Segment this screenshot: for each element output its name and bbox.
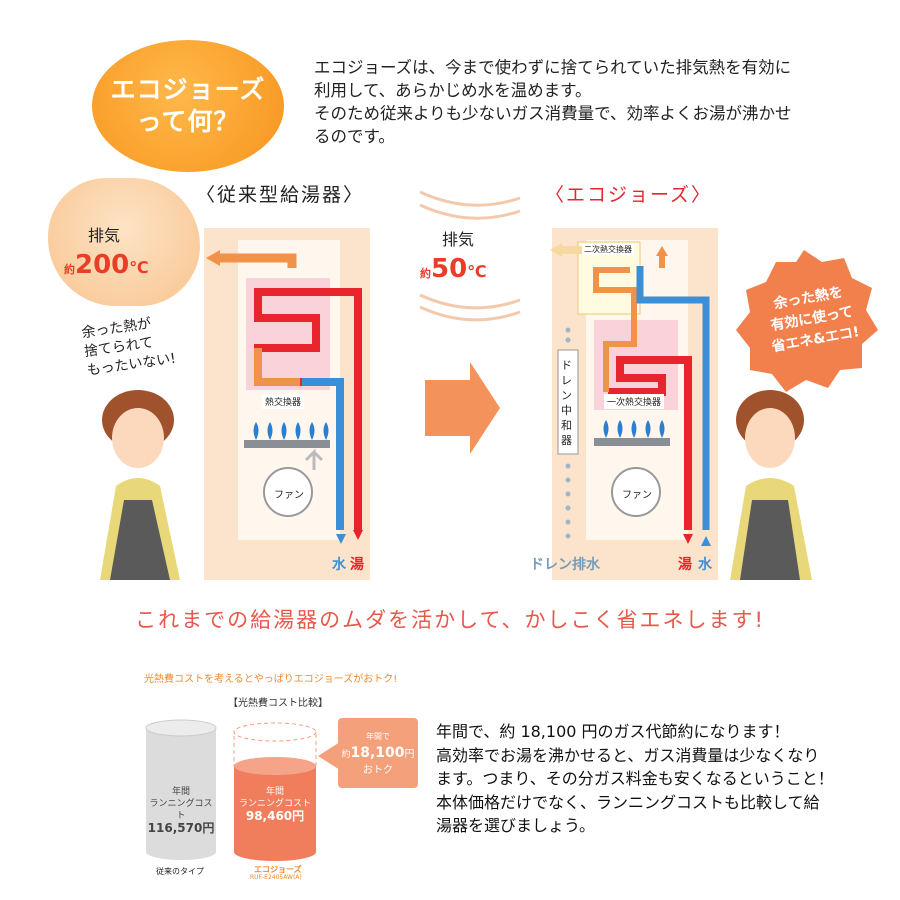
middle-exhaust-temp: 約50℃ xyxy=(420,254,487,284)
exhaust-cloud xyxy=(48,178,200,306)
ecojozu-fan-label: ファン xyxy=(622,490,652,501)
cost-section-subtitle: 【光熱費コスト比較】 xyxy=(228,698,328,709)
ecojozu-flame-icons xyxy=(603,420,665,438)
ecojozu-cost-label: 年間 ランニングコスト 98,460円 xyxy=(238,787,311,823)
ecojozu-warm-pipe xyxy=(593,267,637,392)
intro-line: エコジョーズは、今まで使わずに捨てられていた排気熱を有効に xyxy=(314,58,792,77)
worried-woman-illustration xyxy=(100,390,180,580)
ecojozu-heading: 〈エコジョーズ〉 xyxy=(545,184,713,206)
neutralizer-box xyxy=(557,349,579,455)
exhaust-arrow-icon xyxy=(206,250,220,266)
intro-line: るのです。 xyxy=(314,127,395,146)
water-label: 水 xyxy=(332,557,346,573)
primary-exchanger-label: 一次熱交換器 xyxy=(604,394,665,409)
hot-label: 湯 xyxy=(350,557,364,573)
ecojozu-hot-pipe xyxy=(608,356,692,530)
ecojozu-type-name: エコジョーズ xyxy=(254,865,302,874)
ecojozu-hot-label: 湯 xyxy=(678,557,692,573)
burner xyxy=(244,440,330,448)
fan-label: ファン xyxy=(274,490,304,501)
secondary-exchanger-label: 二次熱交換器 xyxy=(582,244,634,255)
left-exhaust-label: 排気 xyxy=(88,226,121,245)
conventional-type-name: 従来のタイプ xyxy=(156,867,204,876)
intro-text: エコジョーズは、今まで使わずに捨てられていた排気熱を有効に 利用して、あらかじめ… xyxy=(314,56,870,148)
intro-line: そのため従来よりも少ないガス消費量で、効率よくお湯が沸かせ xyxy=(314,104,792,123)
ecojozu-fan-icon xyxy=(611,467,661,517)
catchphrase: これまでの給湯器のムダを活かして、かしこく省エネします! xyxy=(135,608,765,632)
cold-pipe xyxy=(302,378,344,530)
exhaust-path xyxy=(216,253,297,268)
flame-icons xyxy=(253,422,329,440)
conventional-cost-cylinder xyxy=(145,719,217,860)
fan-icon xyxy=(263,467,313,517)
ecojozu-cost-cylinder xyxy=(233,722,317,861)
cost-section-title: 光熱費コストを考えるとやっぱりエコジョーズがおトク! xyxy=(144,674,398,685)
badge-line-1: エコジョーズ xyxy=(110,75,266,104)
middle-exhaust-label: 排気 xyxy=(442,230,475,249)
conventional-heading: 〈従来型給湯器〉 xyxy=(196,184,365,206)
heat-exchanger-label: 熱交換器 xyxy=(262,394,305,409)
drain-label: ドレン排水 xyxy=(530,557,600,573)
warm-pipe xyxy=(254,348,300,386)
left-exhaust-temp: 約200℃ xyxy=(64,250,149,280)
ecojozu-model: RUF-E2405AW(A) xyxy=(250,874,302,881)
ecojozu-water-label: 水 xyxy=(698,557,712,573)
conventional-cost-label: 年間 ランニングコスト 116,570円 xyxy=(147,787,215,835)
intro-line: 利用して、あらかじめ水を温めます。 xyxy=(314,81,592,100)
cost-body-text: 年間で、約 18,100 円のガス代節約になります！ 高効率でお湯を沸かせると、… xyxy=(436,722,834,835)
drain-drops-icon xyxy=(565,327,571,539)
title-badge: エコジョーズ って何？ xyxy=(92,40,284,172)
benefit-bubble xyxy=(736,250,878,392)
callout-pointer xyxy=(318,742,340,770)
neutralizer-label: ドレン中和器 xyxy=(561,359,572,447)
badge-line-2: って何？ xyxy=(136,107,240,136)
transition-arrow-icon xyxy=(425,362,500,454)
savings-callout: 年間で 約18,100円 おトク xyxy=(338,718,418,788)
happy-woman-illustration xyxy=(730,390,812,580)
ecojozu-cold-pipe xyxy=(636,266,710,530)
